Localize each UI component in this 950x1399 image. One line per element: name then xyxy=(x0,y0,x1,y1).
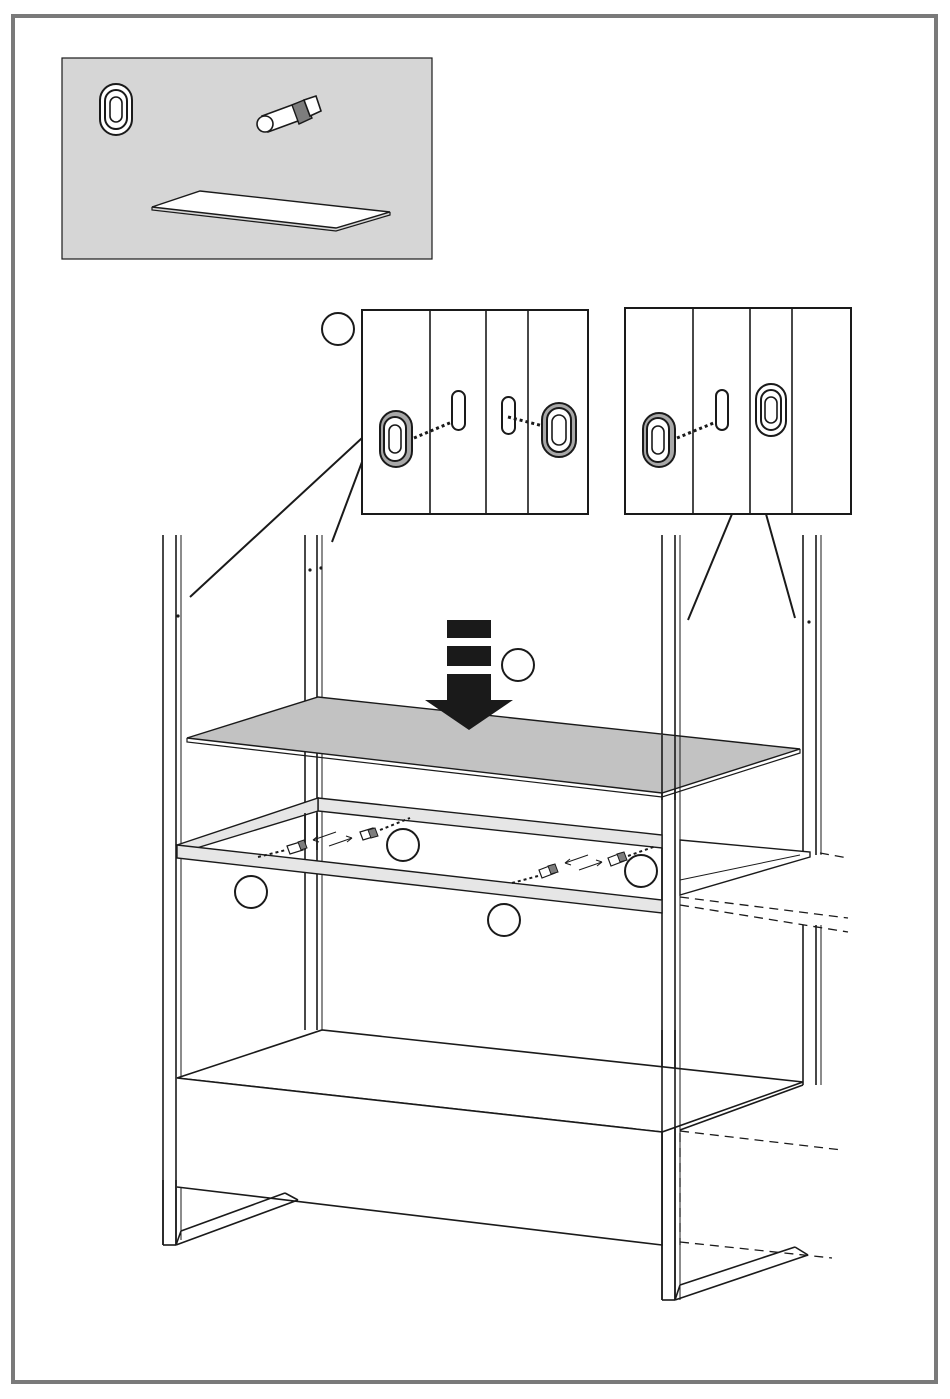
dowel-icon xyxy=(539,864,558,878)
cam-lock-fitting-icon xyxy=(643,413,675,467)
rail-front-right-marker xyxy=(625,855,657,887)
base-unit xyxy=(163,1030,808,1300)
dowel-icon xyxy=(360,828,378,840)
rail-front-left-marker xyxy=(235,876,267,908)
extension-dashes xyxy=(680,853,848,1258)
dowel-icon xyxy=(608,852,627,866)
rail-front-center-marker xyxy=(488,904,520,936)
callout-right-detail xyxy=(625,308,851,620)
callout-left-detail xyxy=(190,310,588,597)
cam-lock-fitting-icon xyxy=(100,84,132,135)
shelf-drop-marker xyxy=(502,649,534,681)
shelf-rail-frame xyxy=(177,798,810,913)
parts-box xyxy=(62,58,432,259)
dowel-icon xyxy=(287,840,307,854)
cam-lock-fitting-icon xyxy=(756,384,786,436)
cam-lock-fitting-icon xyxy=(380,411,412,467)
callout-a-marker xyxy=(322,313,354,345)
rail-back-marker xyxy=(387,829,419,861)
cam-lock-fitting-icon xyxy=(542,403,576,457)
